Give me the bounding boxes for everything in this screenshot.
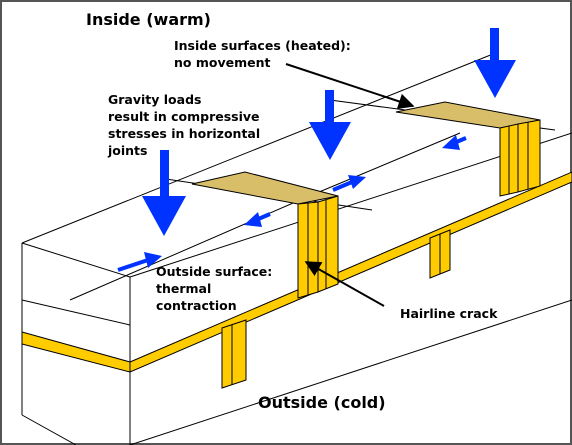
bed-joint-end-face <box>21 331 131 373</box>
label-inside: Inside (warm) <box>86 10 211 29</box>
outside-contraction-arrow-center <box>244 212 271 227</box>
gravity-arrow-right <box>474 28 516 98</box>
top-joint-left <box>191 171 339 299</box>
head-joint-right-side <box>517 119 541 193</box>
top-joint-left-surface <box>191 171 339 205</box>
wall-top-back-edge <box>21 51 499 244</box>
label-outside-surface-line2: thermal <box>156 281 211 296</box>
label-inside-surfaces: Inside surfaces (heated): no movement <box>174 38 351 70</box>
label-inside-surfaces-line2: no movement <box>174 55 270 70</box>
label-outside-surface-line1: Outside surface: <box>156 264 272 279</box>
gravity-arrow-mid <box>309 90 351 160</box>
joint-line-front-2 <box>299 132 461 201</box>
label-gravity-line4: joints <box>107 143 147 158</box>
gravity-arrows <box>142 28 516 236</box>
wall-outside-lower-line <box>129 299 572 445</box>
label-hairline-crack: Hairline crack <box>400 306 498 321</box>
label-outside-surface-line3: contraction <box>156 298 237 313</box>
label-gravity-line1: Gravity loads <box>108 92 201 107</box>
label-gravity: Gravity loads result in compressive stre… <box>107 92 260 158</box>
label-inside-surfaces-line1: Inside surfaces (heated): <box>174 38 351 53</box>
leader-inside-surfaces <box>285 63 415 110</box>
wall-end-bottom-edge <box>21 414 77 445</box>
head-joint-lower-left <box>221 319 247 389</box>
outside-contraction-arrow-left <box>117 252 162 272</box>
movement-arrows <box>117 135 467 272</box>
leader-hairline-crack <box>304 261 385 307</box>
wall-top-front-edge <box>21 242 131 278</box>
wall-top-outer-edge <box>129 132 572 278</box>
wall-end-course-line <box>21 299 131 326</box>
label-gravity-line3: stresses in horizontal <box>108 126 260 141</box>
top-joint-right <box>395 101 541 197</box>
outside-contraction-arrow-right <box>332 175 366 192</box>
label-outside: Outside (cold) <box>258 393 386 412</box>
leader-arrows <box>285 63 415 307</box>
outside-contraction-arrow-far <box>442 135 467 150</box>
head-joints <box>221 229 451 389</box>
label-gravity-line2: result in compressive <box>108 109 260 124</box>
label-outside-surface: Outside surface: thermal contraction <box>156 264 272 313</box>
gravity-arrow-left <box>142 150 186 236</box>
